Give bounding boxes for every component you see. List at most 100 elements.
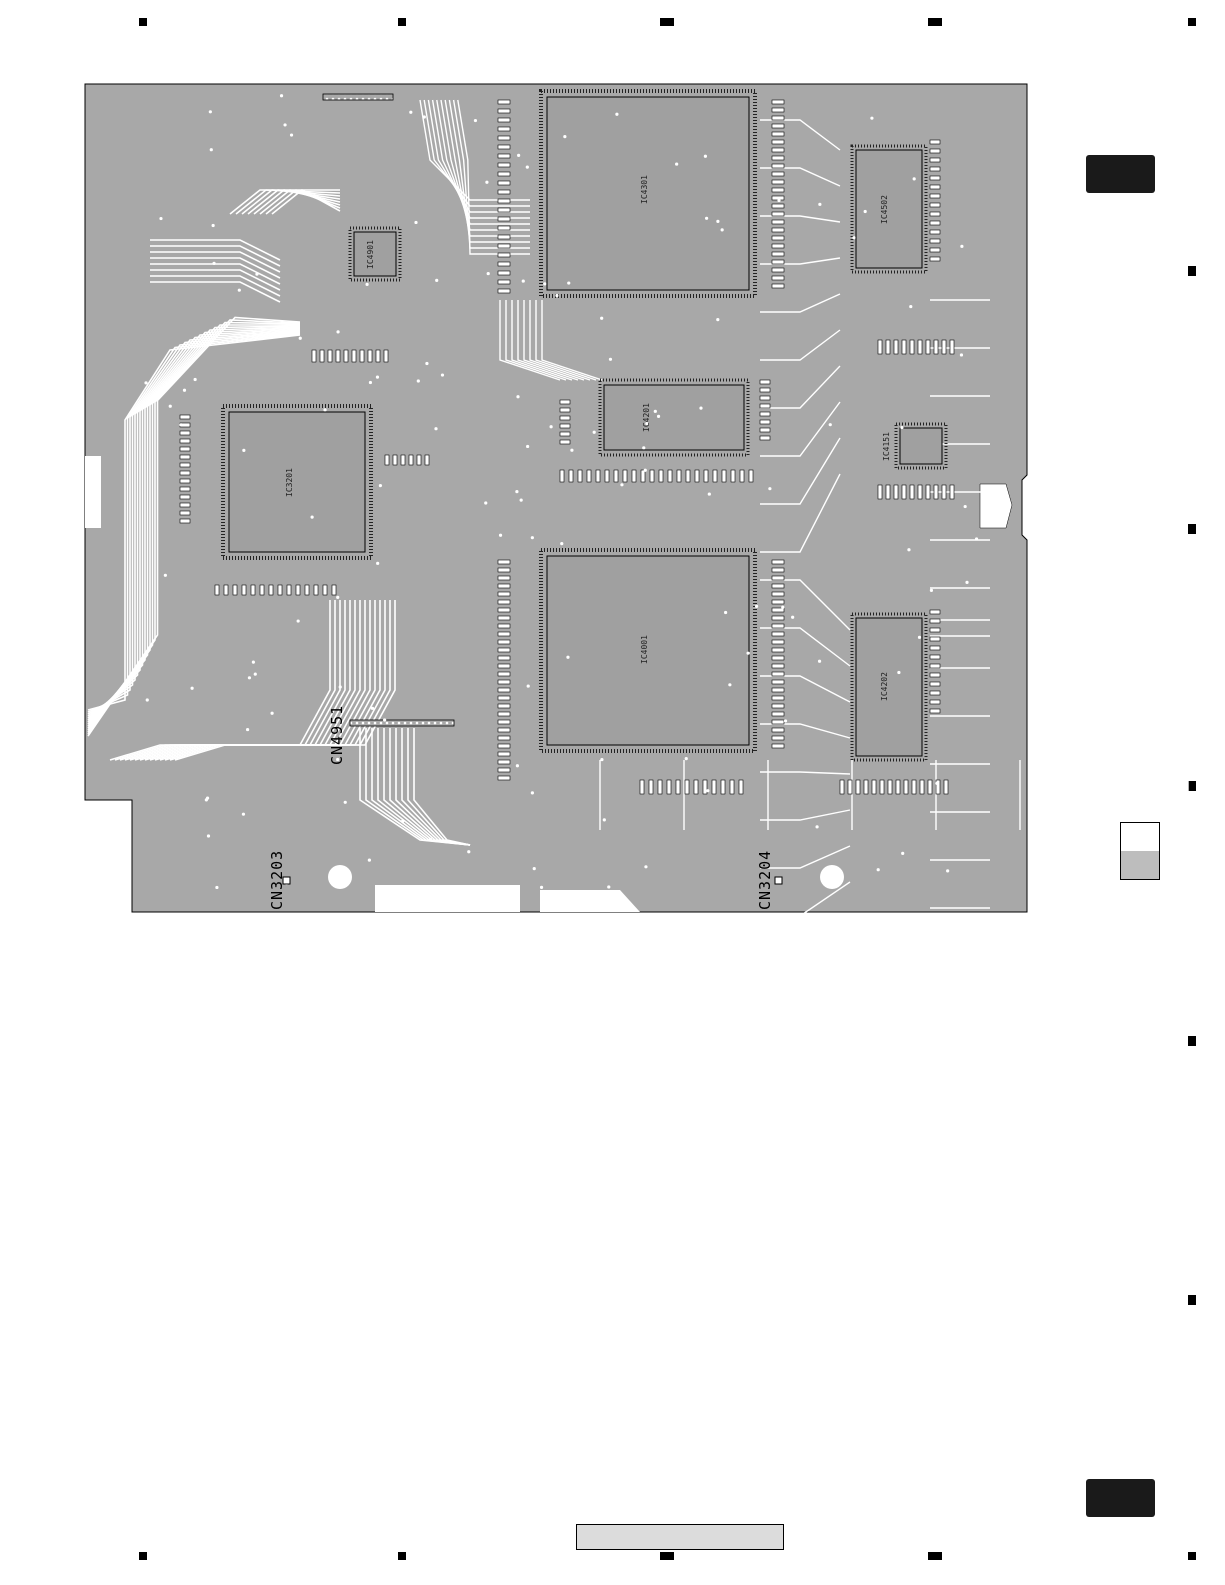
component-pad: [498, 576, 510, 580]
via: [550, 425, 553, 428]
via: [829, 423, 832, 426]
component-pad: [180, 463, 190, 467]
component-pad: [749, 470, 753, 482]
via: [336, 330, 339, 333]
component-pad: [950, 340, 954, 354]
component-pad: [950, 485, 954, 499]
component-pad: [296, 585, 300, 595]
component-pad: [498, 568, 510, 572]
component-pad: [215, 585, 219, 595]
component-pad: [772, 276, 784, 280]
via: [570, 449, 573, 452]
component-pad: [886, 340, 890, 354]
component-pad: [760, 436, 770, 440]
component-pad: [180, 503, 190, 507]
component-pad: [930, 185, 940, 189]
component-pad: [930, 700, 940, 704]
via: [706, 789, 709, 792]
via: [365, 283, 368, 286]
component-pad: [772, 632, 784, 636]
component-pad: [772, 212, 784, 216]
via: [705, 217, 708, 220]
via: [254, 673, 257, 676]
via: [194, 378, 197, 381]
via: [593, 431, 596, 434]
component-pad: [918, 340, 922, 354]
via: [531, 791, 534, 794]
component-pad: [930, 212, 940, 216]
component-pad: [417, 455, 421, 465]
via: [516, 395, 519, 398]
via: [376, 376, 379, 379]
via: [607, 885, 610, 888]
via: [685, 757, 688, 760]
component-pad: [587, 470, 591, 482]
component-pad: [498, 560, 510, 564]
component-pad: [180, 495, 190, 499]
via: [540, 886, 543, 889]
via: [429, 838, 432, 841]
ic-4201-body: [600, 380, 748, 455]
component-pad: [498, 136, 510, 140]
component-pad: [880, 780, 884, 794]
component-pad: [498, 672, 510, 676]
ic4502-label: IC4502: [880, 195, 889, 224]
board-bottom-slot: [375, 885, 520, 912]
via: [704, 155, 707, 158]
via: [600, 317, 603, 320]
component-pad: [930, 655, 940, 659]
cn4951-label: CN4951: [328, 705, 346, 765]
component-pad: [323, 585, 327, 595]
via: [484, 501, 487, 504]
component-pad: [930, 637, 940, 641]
via: [179, 423, 182, 426]
component-pad: [930, 167, 940, 171]
component-pad: [287, 585, 291, 595]
cn3204-label: CN3204: [756, 850, 774, 910]
component-pad: [498, 760, 510, 764]
via: [323, 408, 326, 411]
via: [169, 405, 172, 408]
component-pad: [401, 455, 405, 465]
component-pad: [641, 470, 645, 482]
via: [784, 719, 787, 722]
component-pad: [772, 584, 784, 588]
component-pad: [233, 585, 237, 595]
component-pad: [694, 780, 698, 794]
via: [516, 764, 519, 767]
component-pad: [640, 780, 644, 794]
component-pad: [649, 780, 653, 794]
board-cutout-left: [85, 456, 101, 528]
component-pad: [352, 350, 356, 362]
via: [907, 548, 910, 551]
component-pad: [498, 226, 510, 230]
component-pad: [498, 744, 510, 748]
component-pad: [772, 116, 784, 120]
via: [401, 820, 404, 823]
component-pad: [912, 780, 916, 794]
component-pad: [772, 220, 784, 224]
via: [255, 272, 258, 275]
via: [746, 652, 749, 655]
component-pad: [930, 257, 940, 261]
component-pad: [260, 585, 264, 595]
component-pad: [498, 100, 510, 104]
via: [708, 492, 711, 495]
component-pad: [772, 616, 784, 620]
component-pad: [376, 350, 380, 362]
component-pad: [344, 350, 348, 362]
component-pad: [878, 340, 882, 354]
component-pad: [878, 485, 882, 499]
via: [644, 469, 647, 472]
via: [946, 869, 949, 872]
via: [620, 483, 623, 486]
via: [965, 581, 968, 584]
component-pad: [930, 239, 940, 243]
component-pad: [560, 408, 570, 412]
via: [654, 410, 657, 413]
component-pad: [772, 576, 784, 580]
trace: [760, 954, 850, 1012]
component-pad: [498, 608, 510, 612]
via: [815, 825, 818, 828]
ic-4151-body: [896, 424, 946, 468]
